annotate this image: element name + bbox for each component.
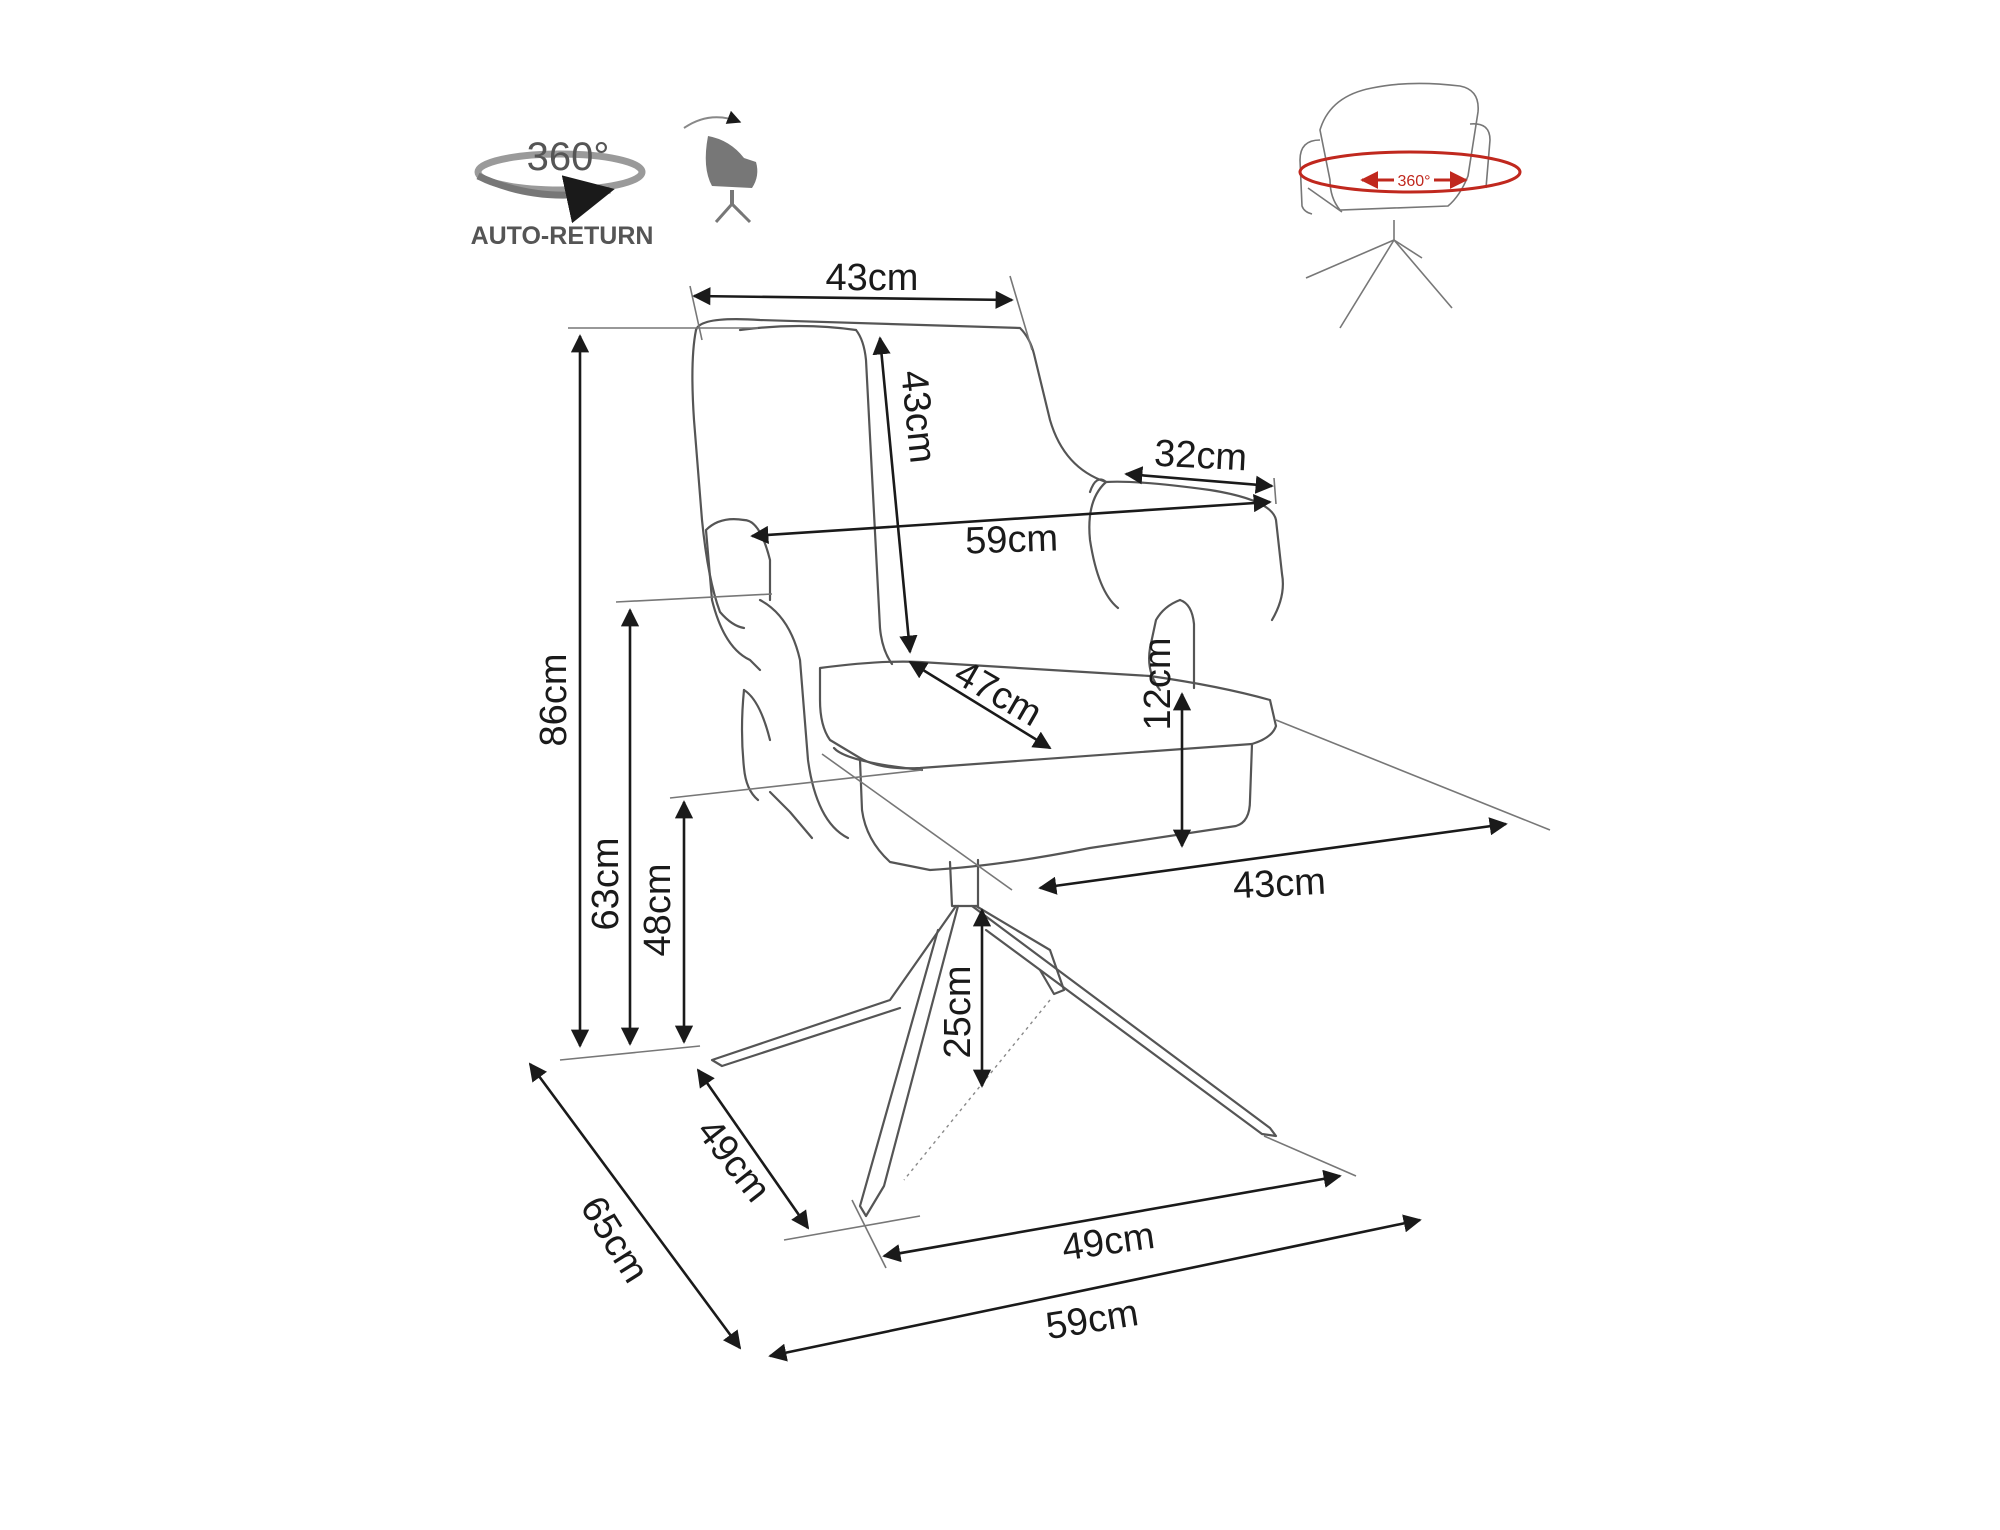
dim-back-width-top: 43cm [826, 257, 919, 299]
swivel-chair-icon [683, 110, 758, 224]
dimension-arrows [528, 287, 1508, 1362]
dim-width-at-arms: 59cm [964, 517, 1058, 562]
dim-seat-width: 43cm [1232, 861, 1327, 908]
dim-seat-height: 48cm [637, 864, 679, 957]
rotation-preview-icon: 360° [1298, 82, 1522, 329]
dim-total-height: 86cm [533, 654, 575, 747]
dim-armrest-depth: 32cm [1153, 433, 1248, 480]
dim-leg-clearance: 25cm [937, 966, 979, 1059]
dim-armrest-height: 12cm [1137, 638, 1179, 731]
dim-seat-depth: 47cm [947, 652, 1048, 735]
auto-return-label: AUTO-RETURN [471, 222, 654, 250]
dimension-labels: 43cm 43cm 32cm 59cm 86cm 47cm 12cm 43cm … [533, 257, 1327, 1348]
dim-base-depth: 49cm [688, 1111, 778, 1210]
dim-back-height: 43cm [892, 368, 943, 465]
dim-total-width: 59cm [1043, 1292, 1141, 1348]
preview-rotation-label: 360° [1397, 173, 1430, 190]
dim-total-depth: 65cm [572, 1189, 657, 1290]
dim-arm-height-floor: 63cm [585, 838, 627, 931]
rotation-360-icon: 360° AUTO-RETURN [471, 135, 654, 250]
rotation-label: 360° [527, 135, 610, 179]
reference-lines [559, 275, 1551, 1269]
